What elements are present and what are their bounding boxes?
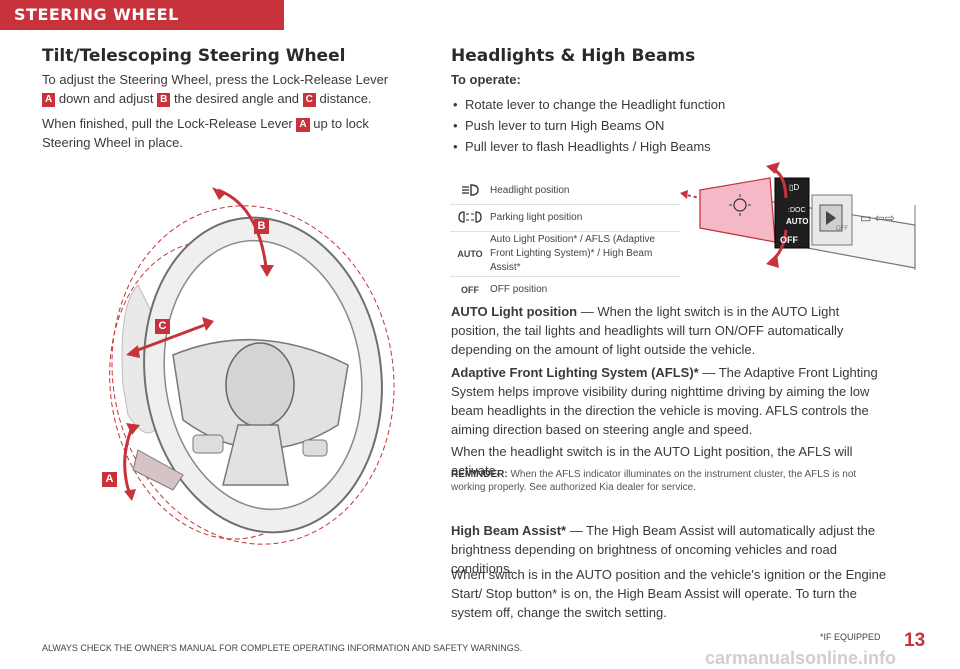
steering-wheel-illustration <box>109 187 395 545</box>
legend-row: Headlight position <box>450 178 680 205</box>
headlight-icon <box>450 184 490 198</box>
headlight-legend: Headlight position Parking light positio… <box>450 178 680 303</box>
afls-auto-paragraph: When the headlight switch is in the AUTO… <box>451 444 853 478</box>
svg-text:▯D: ▯D <box>789 183 799 192</box>
footer-warning: ALWAYS CHECK THE OWNER'S MANUAL FOR COMP… <box>42 643 523 653</box>
label-b: B <box>254 219 269 234</box>
tilt-title: Tilt/Telescoping Steering Wheel <box>42 46 346 66</box>
text: down and adjust <box>55 91 158 106</box>
hba-paragraph-2: When switch is in the AUTO position and … <box>451 567 887 620</box>
text: distance. <box>315 91 372 106</box>
to-operate-label: To operate: <box>451 72 521 87</box>
operate-list: Rotate lever to change the Headlight fun… <box>451 94 891 157</box>
parking-light-icon <box>450 211 490 225</box>
watermark: carmanualsonline.info <box>705 648 897 668</box>
text: To adjust the Steering Wheel, press the … <box>42 72 389 87</box>
afls-title: Adaptive Front Lighting System (AFLS)* <box>451 365 699 380</box>
hba-paragraph: High Beam Assist* — The High Beam Assist… <box>451 521 891 578</box>
afls-paragraph: Adaptive Front Lighting System (AFLS)* —… <box>451 363 891 439</box>
section-header: STEERING WHEEL CONTROLS <box>0 0 284 54</box>
list-item: Push lever to turn High Beams ON <box>451 115 891 136</box>
text: — The High Beam Assist will automaticall… <box>451 523 876 576</box>
auto-label: AUTO <box>457 249 483 259</box>
legend-text: Headlight position <box>490 185 570 196</box>
auto-light-title: AUTO Light position <box>451 304 578 319</box>
text: up to lock Steering Wheel in place. <box>42 116 369 150</box>
list-item: Pull lever to flash Headlights / High Be… <box>451 136 891 157</box>
off-label: OFF <box>461 285 479 295</box>
hba-title: High Beam Assist* <box>451 523 567 538</box>
legend-text: OFF position <box>490 284 548 295</box>
tilt-paragraph-1: To adjust the Steering Wheel, press the … <box>42 70 402 108</box>
page-number: 13 <box>904 630 926 651</box>
switch-off-small-label: OFF <box>836 226 848 232</box>
legend-text: Auto Light Position* / AFLS (Adaptive Fr… <box>490 234 656 273</box>
headlight-switch-illustration: ▭ ⇦⇨ ▯D :DOC <box>680 162 916 270</box>
reminder-label: REMINDER: <box>451 469 508 480</box>
legend-row: Parking light position <box>450 205 680 232</box>
badge-c: C <box>302 93 316 107</box>
svg-text:▭ ⇦⇨: ▭ ⇦⇨ <box>860 211 895 225</box>
auto-light-paragraph: AUTO Light position — When the light swi… <box>451 302 891 359</box>
label-c: C <box>155 319 170 334</box>
badge-a: A <box>296 118 310 132</box>
reminder-note: REMINDER: When the AFLS indicator illumi… <box>451 468 891 494</box>
legend-row: AUTO Auto Light Position* / AFLS (Adapti… <box>450 232 680 277</box>
tilt-paragraph-2: When finished, pull the Lock-Release Lev… <box>42 114 372 152</box>
text: — When the light switch is in the AUTO L… <box>451 304 844 357</box>
text: When finished, pull the Lock-Release Lev… <box>42 116 297 131</box>
footer-if-equipped: *IF EQUIPPED <box>820 632 881 642</box>
legend-text: Parking light position <box>490 212 583 223</box>
switch-auto-label: AUTO <box>786 217 809 226</box>
switch-off-label: OFF <box>780 235 798 245</box>
text: — The Adaptive Front Lighting System hel… <box>451 365 878 437</box>
text: the desired angle and <box>170 91 303 106</box>
text: When the AFLS indicator illuminates on t… <box>451 469 857 493</box>
label-a: A <box>102 472 117 487</box>
badge-a: A <box>42 93 56 107</box>
svg-text::DOC: :DOC <box>788 207 806 214</box>
badge-b: B <box>157 93 171 107</box>
legend-row: OFF OFF position <box>450 277 680 303</box>
list-item: Rotate lever to change the Headlight fun… <box>451 94 891 115</box>
headlights-title: Headlights & High Beams <box>451 46 696 66</box>
